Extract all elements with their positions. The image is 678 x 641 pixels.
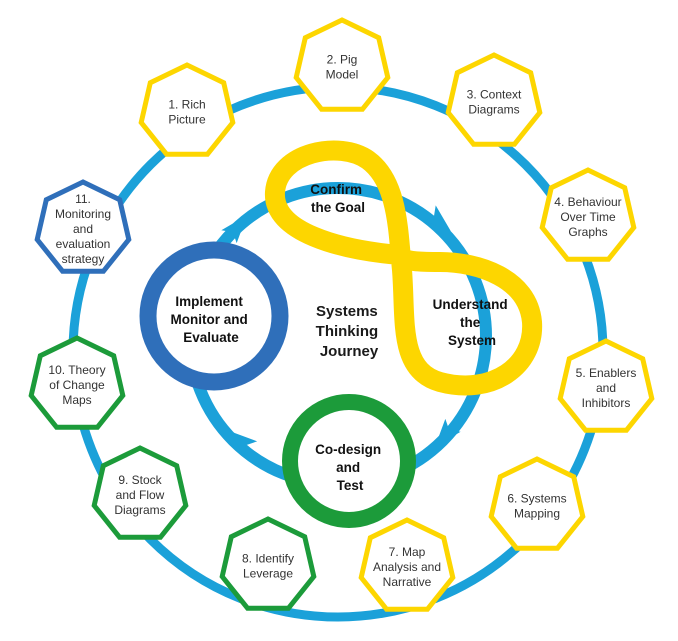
tool-label-line: 3. Context: [467, 88, 522, 102]
tool-label-line: Graphs: [568, 225, 607, 239]
tool-label-line: 6. Systems: [507, 492, 566, 506]
tool-label-line: Mapping: [514, 507, 560, 521]
tool-label-line: Monitoring: [55, 207, 111, 221]
tool-label-line: and: [73, 222, 93, 236]
tool-heptagon-shape: [539, 167, 637, 262]
understand-system-label: Understand the System: [433, 297, 512, 348]
tool-label-line: Picture: [168, 113, 206, 127]
center-title: Systems Thinking Journey: [316, 303, 383, 360]
tool-heptagon-shape: [91, 445, 189, 540]
tool-label-line: and: [596, 381, 616, 395]
tool-label-line: Maps: [62, 393, 91, 407]
tool-label-line: 9. Stock: [118, 473, 162, 487]
tool-heptagon-shape: [358, 517, 456, 612]
tool-label-line: Inhibitors: [582, 396, 631, 410]
tool-label-line: 11.: [75, 192, 91, 206]
tool-label-line: Leverage: [243, 567, 293, 581]
implement-phase-circle: [139, 241, 289, 391]
codesign-test-label: Co-design and Test: [315, 442, 385, 493]
infinity-loop: [265, 140, 543, 396]
tool-label-line: 10. Theory: [48, 363, 105, 377]
tool-label-line: 5. Enablers: [576, 366, 637, 380]
tool-label-line: Model: [326, 68, 359, 82]
tool-label-line: Over Time: [560, 210, 616, 224]
cycle-arrow-head: [229, 431, 258, 457]
cycle-arrow-head: [435, 418, 461, 447]
implement-monitor-evaluate-label: Implement Monitor and Evaluate: [170, 294, 251, 345]
tool-heptagon-shape: [557, 338, 655, 433]
tool-heptagon-shape: [138, 62, 236, 157]
tool-heptagon-shape: [488, 456, 586, 551]
tool-heptagon-shape: [28, 335, 126, 430]
tool-label-line: Analysis and: [373, 560, 441, 574]
tool-label-line: 8. Identify: [242, 552, 294, 566]
tool-heptagon-shape: [34, 179, 132, 274]
tool-label-line: 2. Pig: [327, 53, 358, 67]
tool-label-line: strategy: [62, 252, 105, 266]
codesign-phase-circle: [282, 394, 416, 528]
tool-label-line: Narrative: [383, 575, 432, 589]
tool-label-line: evaluation: [56, 237, 111, 251]
cycle-arrow-head: [221, 215, 247, 244]
tool-label-line: 7. Map: [389, 545, 426, 559]
tool-heptagon-shape: [219, 516, 317, 611]
tool-label-line: of Change: [49, 378, 105, 392]
confirm-goal-label: Confirm the Goal: [310, 182, 366, 215]
tool-label-line: Diagrams: [114, 503, 165, 517]
tool-label-line: 4. Behaviour: [554, 195, 621, 209]
inner-cycle-arrows: [221, 205, 461, 457]
tool-label-line: 1. Rich: [168, 98, 205, 112]
tool-label-line: and Flow: [116, 488, 165, 502]
tool-label-line: Diagrams: [468, 103, 519, 117]
tool-heptagon-shape: [445, 52, 543, 147]
cycle-arrow-head: [422, 205, 451, 231]
tool-heptagon-shape: [293, 17, 391, 112]
